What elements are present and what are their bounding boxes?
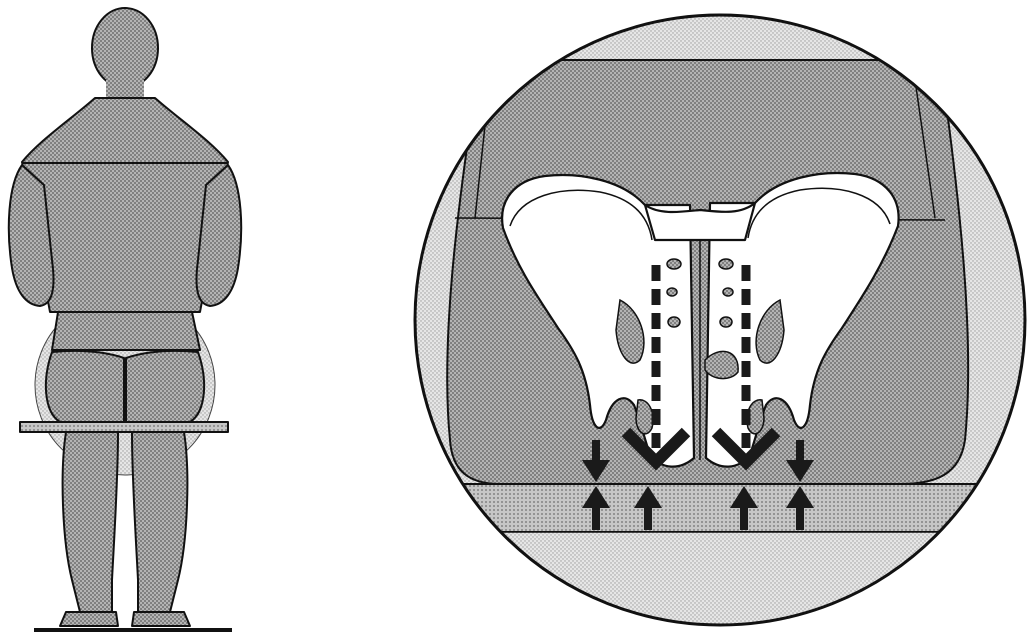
downward-arrows	[582, 440, 814, 482]
left-buttock	[44, 349, 125, 423]
seated-figure	[7, 7, 243, 632]
load-lines	[651, 265, 751, 448]
right-leg	[131, 431, 189, 613]
torso	[21, 97, 229, 313]
seat-bar	[19, 421, 229, 433]
upward-arrows	[582, 486, 814, 530]
magnified-view	[413, 13, 1027, 627]
left-leg	[61, 431, 119, 613]
left-arm	[7, 164, 55, 307]
pelvis-bone	[501, 171, 900, 468]
pressure-chevrons	[621, 427, 781, 471]
right-buttock	[125, 349, 206, 423]
left-chevron	[621, 427, 691, 471]
right-hemipelvis	[704, 171, 900, 468]
right-chevron	[711, 427, 781, 471]
bone-markings	[615, 258, 785, 435]
seat-cushion	[415, 483, 1025, 533]
right-arm	[195, 164, 243, 307]
head	[91, 7, 159, 89]
left-hemipelvis	[501, 173, 696, 468]
